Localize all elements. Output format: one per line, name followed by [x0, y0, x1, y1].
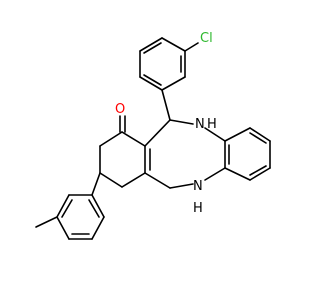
bond-inner [249, 132, 267, 144]
bond [249, 167, 271, 181]
bond [56, 194, 70, 218]
bond [224, 167, 251, 181]
bond [161, 89, 171, 121]
nitrogen-upper-label: N [195, 117, 205, 132]
bond [91, 194, 105, 218]
bond [161, 37, 186, 52]
bond [121, 131, 146, 147]
bond [121, 172, 146, 188]
hydrogen-lower-label: H [193, 201, 203, 216]
bond-to-chlorine [184, 42, 199, 52]
bond [204, 167, 226, 181]
bond [91, 172, 101, 196]
bond [144, 119, 171, 147]
bond-inner [249, 165, 267, 176]
bond [249, 127, 271, 142]
bond-inner [143, 74, 162, 86]
bond [204, 127, 226, 142]
bond [99, 131, 123, 147]
chemical-structure: Cl O N H N H [35, 31, 271, 240]
bonds [35, 37, 271, 240]
bond-to-methyl [35, 216, 58, 228]
bond [56, 216, 70, 240]
nitrogen-lower-label: N [193, 179, 203, 194]
bond [139, 37, 163, 52]
bond [161, 76, 186, 91]
chlorine-label: Cl [200, 31, 213, 46]
bond [139, 76, 163, 91]
bond-inner [61, 199, 73, 218]
bond [169, 119, 194, 125]
oxygen-label: O [115, 102, 125, 117]
atom-labels: Cl O N H N H [115, 31, 217, 216]
bond [91, 216, 105, 240]
bond-inner [88, 199, 100, 218]
bond [99, 172, 123, 188]
bond [144, 172, 171, 189]
bond [224, 127, 251, 142]
bond [169, 183, 194, 189]
bond-inner [143, 42, 162, 54]
hydrogen-upper-label: H [207, 117, 217, 132]
